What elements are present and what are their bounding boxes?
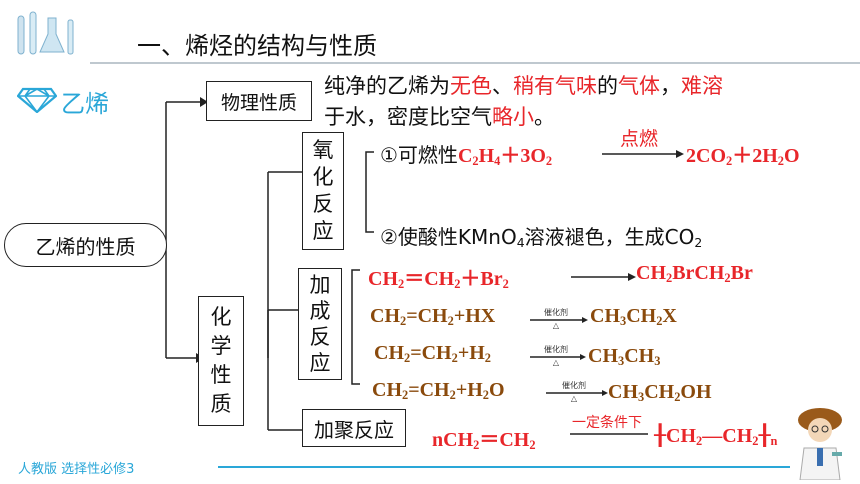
kmno4-reaction: ②使酸性KMnO4溶液褪色，生成CO2 <box>380 225 703 251</box>
section-heading: 乙烯 <box>16 84 109 119</box>
physical-property-label: 物理性质 <box>220 91 297 114</box>
hx-addition-reactants: CH2=CH2+HX <box>370 305 496 329</box>
polymerization-label: 加聚反应 <box>314 417 394 442</box>
hx-addition-product: CH3CH2X <box>590 305 677 329</box>
oxidation-reaction-box: 氧 化 反 应 <box>302 132 344 250</box>
root-label: 乙烯的性质 <box>35 234 136 259</box>
combustion-equation: ①可燃性C2H4＋3O2 <box>380 143 553 169</box>
scientist-icon <box>790 404 850 481</box>
lab-glassware-icon <box>10 10 80 62</box>
physical-property-text: 纯净的乙烯为无色、稍有气味的气体，难溶于水，密度比空气略小。 <box>324 74 723 129</box>
polymerization-reactant: nCH2＝CH2 <box>432 429 536 453</box>
bromine-addition-reactants: CH2＝CH2＋Br2 <box>368 268 509 292</box>
footer-text: 人教版 选择性必修3 <box>18 462 135 477</box>
catalyst-label-3: 催化剂 <box>562 381 586 390</box>
bromine-addition-product: CH2BrCH2Br <box>636 262 753 286</box>
polymerization-box: 加聚反应 <box>302 409 406 447</box>
polymerization-product: ╂CH2—CH2╂n <box>654 425 778 449</box>
heat-label-3: △ <box>570 394 578 403</box>
h2-addition-reactants: CH2=CH2+H2 <box>374 342 491 366</box>
diamond-icon <box>16 87 58 117</box>
header-divider <box>90 62 860 64</box>
physical-property-box: 物理性质 <box>206 81 312 121</box>
heat-label-1: △ <box>552 321 560 330</box>
section-title: 乙烯 <box>61 90 109 118</box>
combustion-condition: 点燃 <box>620 128 659 150</box>
polymerization-condition: 一定条件下 <box>572 415 642 431</box>
h2o-addition-reactants: CH2=CH2+H2O <box>372 379 505 403</box>
addition-reaction-box: 加 成 反 应 <box>298 268 342 380</box>
h2-addition-product: CH3CH3 <box>588 345 661 369</box>
root-node: 乙烯的性质 <box>4 223 167 267</box>
page-title: 一、烯烃的结构与性质 <box>137 32 377 60</box>
heat-label-2: △ <box>552 358 560 367</box>
catalyst-label-2: 催化剂 <box>544 345 568 354</box>
combustion-products: 2CO2＋2H2O <box>686 145 800 169</box>
footer-divider <box>218 466 790 468</box>
h2o-addition-product: CH3CH2OH <box>608 381 712 405</box>
chemical-property-box: 化 学 性 质 <box>198 296 244 426</box>
catalyst-label-1: 催化剂 <box>544 308 568 317</box>
